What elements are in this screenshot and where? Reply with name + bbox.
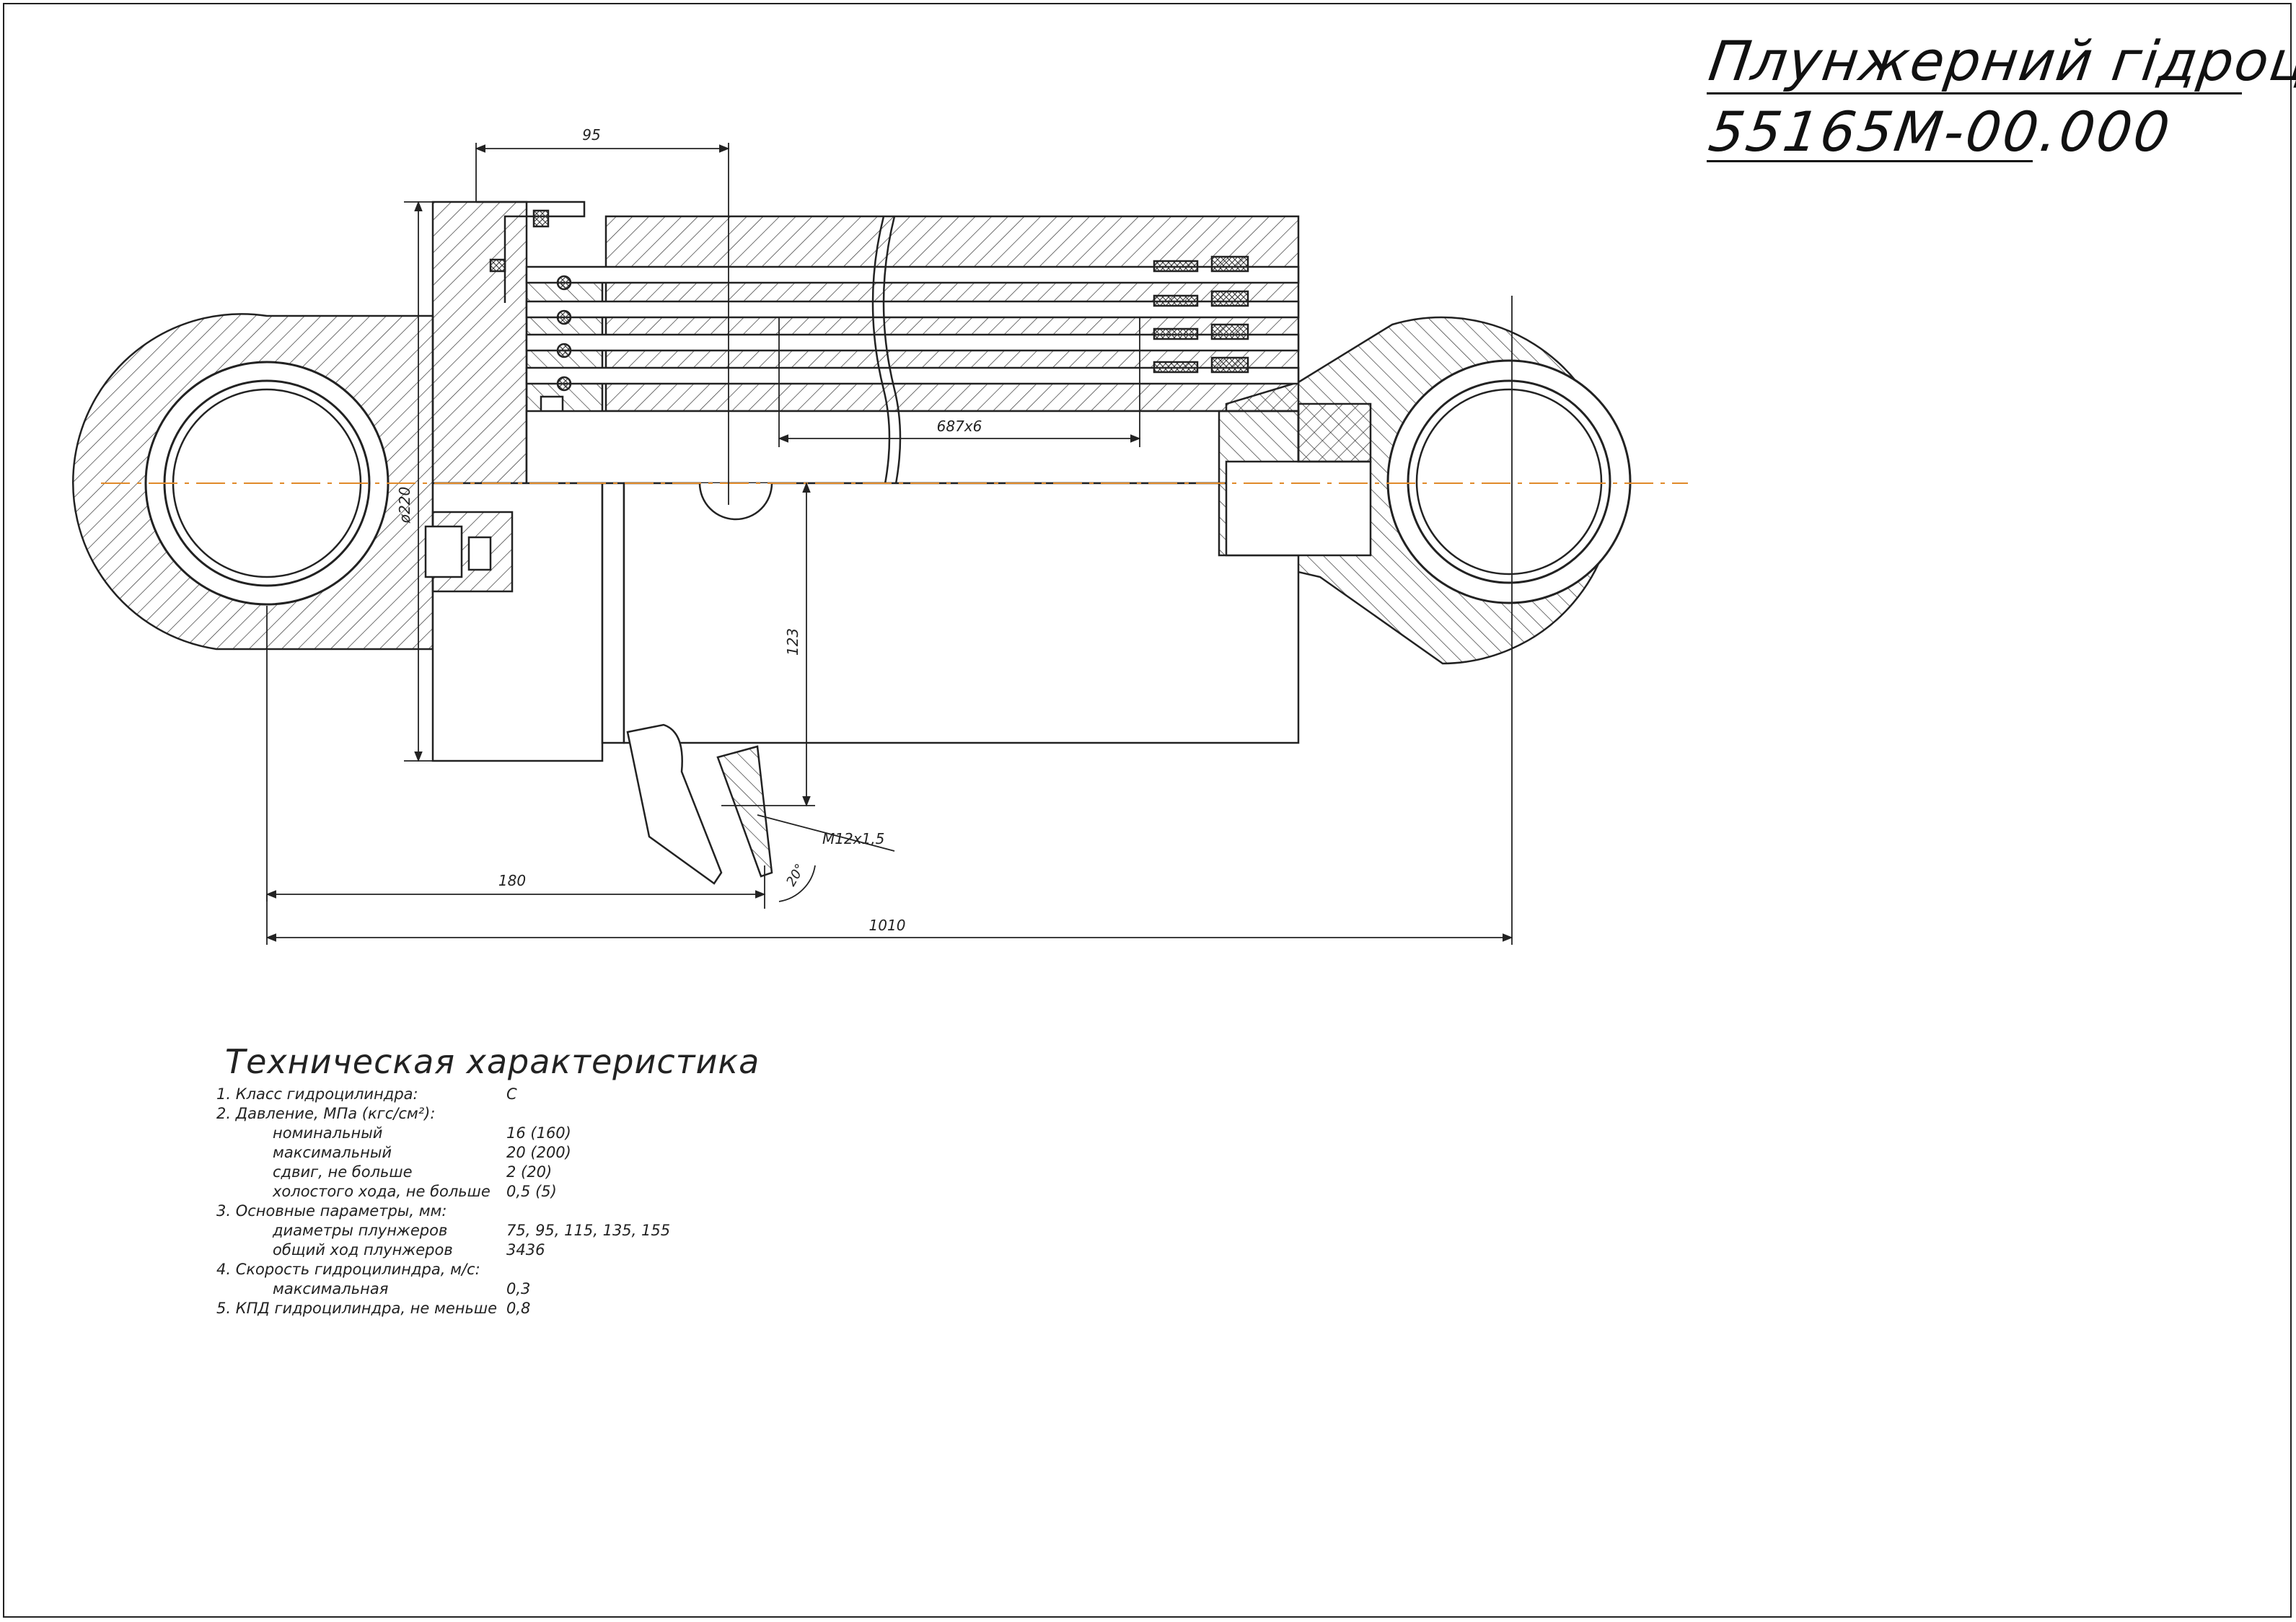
spec-label: 2. Давление, МПа (кгс/см²): (216, 1105, 436, 1122)
technical-specs: Техническая характеристика 1. Класс гидр… (216, 1042, 760, 1319)
dimension-lines (265, 143, 1513, 945)
dim-thread: М12х1,5 (822, 830, 884, 847)
spec-row: номинальный 16 (160) (216, 1124, 760, 1144)
spec-row: сдвиг, не больше 2 (20) (216, 1163, 760, 1183)
spec-label: диаметры плунжеров (273, 1222, 448, 1239)
spec-row: 2. Давление, МПа (кгс/см²): (216, 1105, 760, 1124)
spec-row: общий ход плунжеров 3436 (216, 1241, 760, 1261)
housing (424, 402, 1372, 885)
dim-687x6: 687х6 (937, 418, 982, 435)
spec-value: 0,3 (506, 1280, 531, 1297)
number-underline (1707, 160, 2033, 162)
spec-row: максимальный 20 (200) (216, 1144, 760, 1163)
spec-value: 2 (20) (506, 1163, 553, 1181)
spec-value: 0,5 (5) (506, 1183, 557, 1200)
spec-value: 20 (200) (506, 1144, 571, 1161)
spec-label: 5. КПД гидроцилиндра, не меньше (216, 1300, 498, 1317)
specs-list: 1. Класс гидроцилиндра: С 2. Давление, МПа… (216, 1085, 760, 1319)
spec-label: сдвиг, не больше (273, 1163, 413, 1181)
spec-row: 4. Скорость гидроцилиндра, м/с: (216, 1261, 760, 1280)
spec-value: 0,8 (506, 1300, 531, 1317)
spec-row: 5. КПД гидроцилиндра, не меньше 0,8 (216, 1300, 760, 1319)
dim-123: 123 (784, 628, 801, 656)
dim-180: 180 (498, 872, 526, 889)
spec-label: 4. Скорость гидроцилиндра, м/с: (216, 1261, 480, 1278)
specs-heading: Техническая характеристика (225, 1042, 760, 1081)
spec-label: холостого хода, не больше (273, 1183, 491, 1200)
spec-label: 3. Основные параметры, мм: (216, 1202, 447, 1220)
dim-1010: 1010 (869, 917, 906, 934)
sheet-frame (3, 3, 2292, 1618)
dim-95: 95 (582, 126, 600, 144)
left-eye (72, 313, 434, 651)
spec-label: 1. Класс гидроцилиндра: (216, 1085, 418, 1103)
spec-value: 3436 (506, 1241, 545, 1259)
spec-row: холостого хода, не больше 0,5 (5) (216, 1183, 760, 1202)
spec-row: 1. Класс гидроцилиндра: С (216, 1085, 760, 1105)
spec-row: 3. Основные параметры, мм: (216, 1202, 760, 1222)
dim-angle: 20° (783, 861, 808, 889)
spec-label: максимальный (273, 1144, 392, 1161)
drawing-title: Плунжерний гідроциліндр (1705, 29, 2296, 93)
spec-label: номинальный (273, 1124, 383, 1142)
spec-label: общий ход плунжеров (273, 1241, 453, 1259)
right-eye (1225, 316, 1632, 665)
dim-220: ø220 (396, 487, 413, 524)
title-underline (1707, 92, 2242, 94)
spec-row: максимальная 0,3 (216, 1280, 760, 1300)
spec-label: максимальная (273, 1280, 389, 1297)
spec-row: диаметры плунжеров 75, 95, 115, 135, 155 (216, 1222, 760, 1241)
spec-value: 75, 95, 115, 135, 155 (506, 1222, 671, 1239)
spec-value: С (506, 1085, 517, 1103)
barrel (525, 215, 1300, 485)
spec-value: 16 (160) (506, 1124, 571, 1142)
drawing-number: 55165М-00.000 (1705, 100, 2176, 164)
